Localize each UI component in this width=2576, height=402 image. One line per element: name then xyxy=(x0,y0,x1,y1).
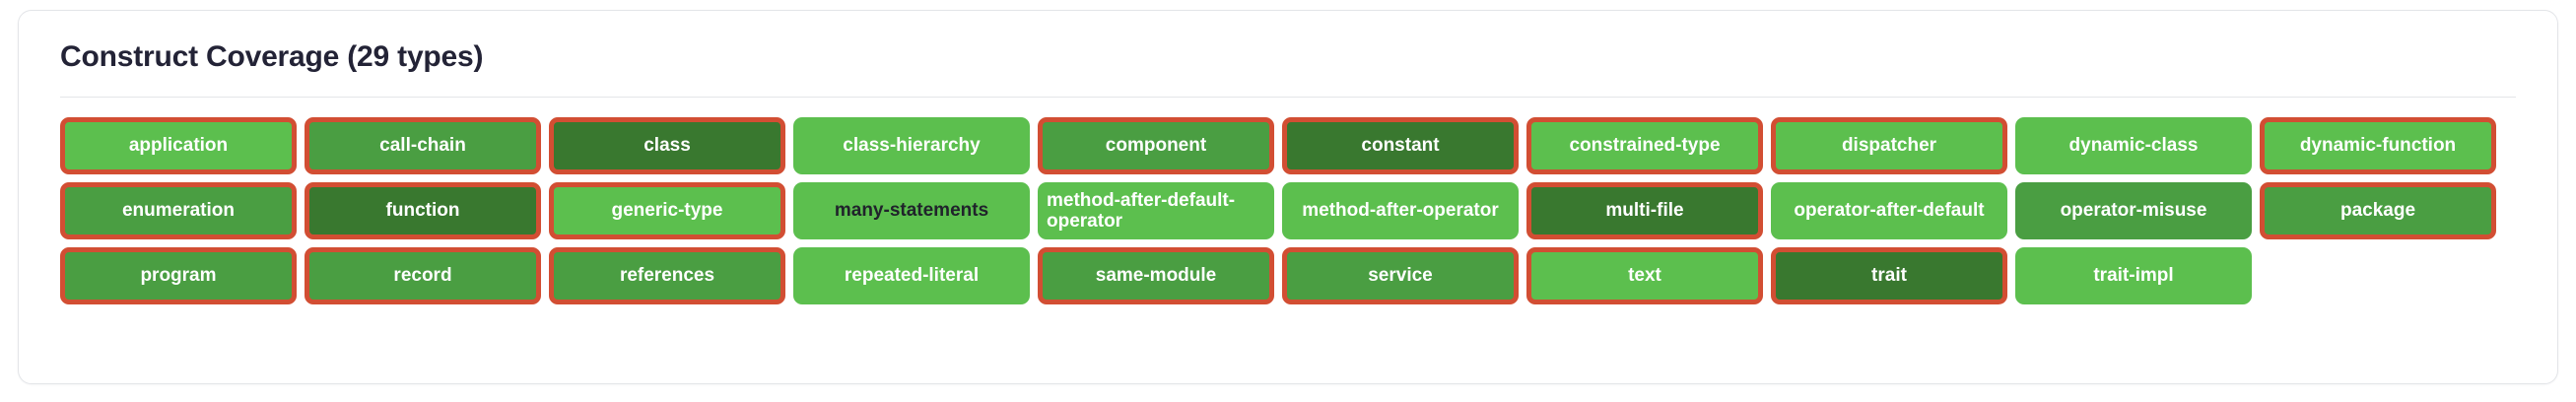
construct-badge[interactable]: repeated-literal xyxy=(793,247,1030,304)
construct-badge[interactable]: dispatcher xyxy=(1771,117,2007,174)
construct-badge[interactable]: class xyxy=(549,117,785,174)
construct-badge[interactable]: constant xyxy=(1282,117,1519,174)
construct-badge[interactable]: dynamic-function xyxy=(2260,117,2496,174)
construct-badge[interactable]: method-after-operator xyxy=(1282,182,1519,239)
construct-badge[interactable]: text xyxy=(1526,247,1763,304)
construct-badge[interactable]: call-chain xyxy=(305,117,541,174)
construct-badge[interactable]: component xyxy=(1038,117,1274,174)
construct-badge[interactable]: dynamic-class xyxy=(2015,117,2252,174)
construct-badge[interactable]: references xyxy=(549,247,785,304)
construct-badge[interactable]: many-statements xyxy=(793,182,1030,239)
construct-badge[interactable]: record xyxy=(305,247,541,304)
construct-coverage-card: Construct Coverage (29 types) applicatio… xyxy=(18,10,2558,384)
construct-badge[interactable]: enumeration xyxy=(60,182,297,239)
construct-badge[interactable]: operator-misuse xyxy=(2015,182,2252,239)
construct-badge[interactable]: function xyxy=(305,182,541,239)
construct-badge[interactable]: package xyxy=(2260,182,2496,239)
construct-badge[interactable]: application xyxy=(60,117,297,174)
construct-badge[interactable]: trait-impl xyxy=(2015,247,2252,304)
construct-badge[interactable]: trait xyxy=(1771,247,2007,304)
construct-badge[interactable]: service xyxy=(1282,247,1519,304)
page-title: Construct Coverage (29 types) xyxy=(60,40,484,73)
construct-badge[interactable]: constrained-type xyxy=(1526,117,1763,174)
title-divider xyxy=(60,97,2516,98)
construct-badge[interactable]: program xyxy=(60,247,297,304)
construct-badge[interactable]: multi-file xyxy=(1526,182,1763,239)
construct-badge[interactable]: operator-after-default xyxy=(1771,182,2007,239)
construct-badge[interactable]: same-module xyxy=(1038,247,1274,304)
construct-badge[interactable]: method-after-default-operator xyxy=(1038,182,1274,239)
construct-badge[interactable]: class-hierarchy xyxy=(793,117,1030,174)
construct-badge[interactable]: generic-type xyxy=(549,182,785,239)
